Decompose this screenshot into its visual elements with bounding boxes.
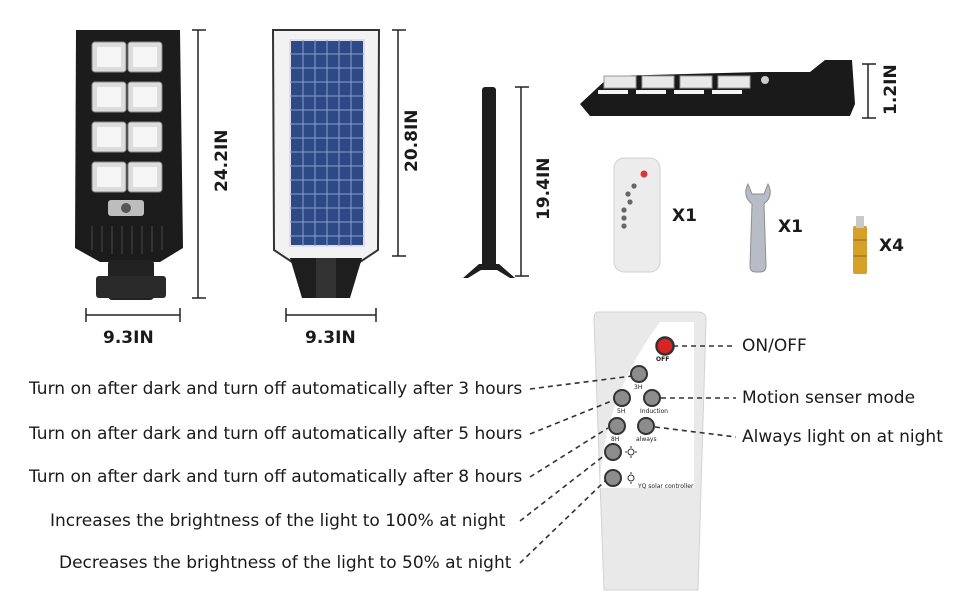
lamp-back-height-label: 20.8IN [402,109,422,173]
callout-motion: Motion senser mode [742,388,916,408]
small-remote [613,157,661,273]
lamp-front-width-label: 9.3IN [103,328,154,348]
remote-label-8h: 8H [611,436,620,443]
lamp-front-height-label: 24.2IN [212,129,232,193]
dim-lines-front [85,29,206,322]
callout-brightness-50: Decreases the brightness of the light to… [59,553,512,573]
large-remote [593,311,707,591]
callout-after-3h: Turn on after dark and turn off automati… [29,379,523,399]
lamp-thickness-label: 1.2IN [881,64,901,115]
callout-after-5h: Turn on after dark and turn off automati… [29,424,523,444]
lamp-front-view [75,30,183,300]
dim-lines-pole [515,86,529,277]
remote-label-3h: 3H [634,384,643,391]
lamp-back-width-label: 9.3IN [305,328,356,348]
dim-lines-side [862,63,876,119]
callout-brightness-100: Increases the brightness of the light to… [50,511,506,531]
remote-label-always: always [636,436,657,443]
screws-qty: X4 [879,236,904,256]
remote-label-off: OFF [656,356,670,363]
callout-after-8h: Turn on after dark and turn off automati… [29,467,523,487]
callout-on-off: ON/OFF [742,336,807,356]
remote-brand-label: YQ solar controller [638,483,694,490]
remote-qty: X1 [672,206,697,226]
remote-label-5h: 5H [617,408,626,415]
expansion-screws [853,216,867,274]
callout-always-on: Always light on at night [742,427,943,447]
wrench-qty: X1 [778,217,803,237]
mounting-pole [463,87,515,278]
dim-lines-back [285,29,406,322]
callout-lines [519,345,737,564]
wrench [745,182,771,273]
lamp-side-view [580,60,855,116]
pole-height-label: 19.4IN [534,157,554,221]
remote-label-induction: Induction [640,408,668,415]
lamp-back-view [271,29,381,298]
